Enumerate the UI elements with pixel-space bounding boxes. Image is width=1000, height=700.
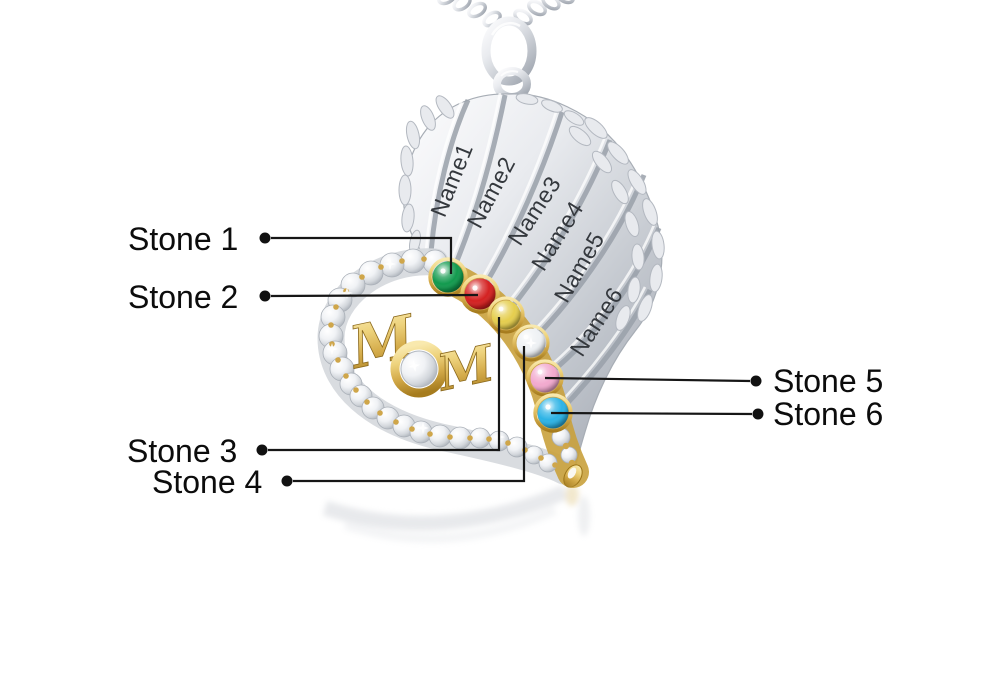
stone-3-gem [487,296,525,334]
bail-rings [481,16,537,101]
heart-pendant: M M [317,248,589,488]
callout-line-stone-6 [550,411,753,416]
heart-gold-tip [563,464,583,488]
callout-label-stone-2: Stone 2 [128,279,238,315]
callout-dot-stone-5 [750,375,762,387]
callout-dot-stone-1 [259,232,271,244]
callout-line-stone-5 [544,376,751,383]
callout-dot-stone-2 [259,290,271,302]
stone-1-gem [428,257,468,297]
callout-label-stone-1: Stone 1 [128,221,238,257]
callout-line-stone-1 [271,236,453,274]
stone-4-gem [512,324,550,362]
callout-line-stone-2 [270,293,479,298]
callout-label-stone-3: Stone 3 [127,433,237,469]
callout-label-stone-5: Stone 5 [773,363,883,399]
feather-grooves [424,92,662,413]
wing-left-braid [398,95,455,255]
callout-label-stone-4: Stone 4 [152,464,262,500]
pendant-reflection [322,484,590,543]
callout-dot-stone-4 [281,475,293,487]
mom-letter-m1: M [342,302,423,383]
callout-dot-stone-3 [256,444,268,456]
callout-line-stone-3 [268,317,501,452]
mom-script: M M [342,301,501,403]
birthstones [428,257,573,433]
mom-letter-m2: M [431,333,501,403]
callout-line-stone-4 [293,346,526,483]
mom-o-ring [390,340,448,398]
callout-label-stone-6: Stone 6 [773,396,883,432]
wing-edge-scallops [515,93,665,331]
callout-dot-stone-6 [752,408,764,420]
mom-o-crystal [400,350,438,388]
callouts: Stone 1 Stone 2 Stone 3 Stone 4 Stone 5 … [127,221,883,500]
